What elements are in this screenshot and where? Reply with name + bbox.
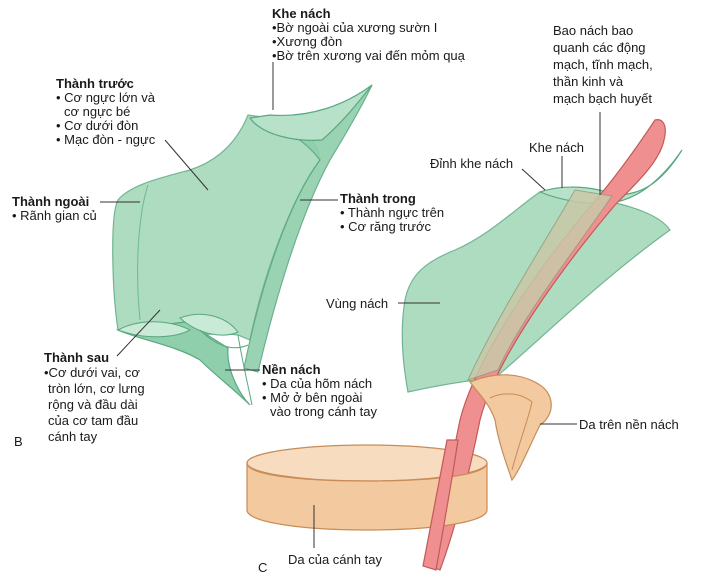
leader-apex-c: [521, 168, 546, 191]
label-lateral-item-1: • Rãnh gian củ: [12, 208, 97, 223]
label-apex-item-3: •Bờ trên xương vai đến mỏm quạ: [272, 48, 465, 63]
label-posterior-item-2: tròn lớn, cơ lưng: [48, 381, 145, 396]
label-medial: Thành trong • Thành ngực trên • Cơ răng …: [340, 191, 444, 234]
axillary-sheath: [467, 189, 613, 381]
label-anterior-item-1: • Cơ ngực lớn và: [56, 90, 155, 105]
label-medial-item-2: • Cơ răng trước: [340, 219, 431, 234]
label-floor-item-2: • Mở ở bên ngoài: [262, 390, 363, 405]
label-skin-floor: Da trên nền nách: [579, 417, 679, 432]
label-apex-item-1: •Bờ ngoài của xương sườn I: [272, 20, 438, 35]
inlet-rim-shape: [248, 84, 373, 141]
panel-letter-c: C: [258, 560, 268, 575]
label-sheath-line-5: mạch bạch huyết: [553, 91, 653, 106]
label-floor-item-1: • Da của hõm nách: [262, 376, 373, 391]
label-axilla-region: Vùng nách: [326, 296, 389, 311]
wall-crease: [137, 184, 149, 321]
panel-b-pyramid: [112, 84, 373, 406]
leader-posterior: [116, 309, 161, 357]
panel-c: [246, 119, 683, 571]
leader-anterior: [164, 139, 209, 191]
arm-skin-ring: [246, 462, 488, 531]
label-apex-c: Đỉnh khe nách: [430, 156, 514, 171]
label-sheath-line-3: mạch, tĩnh mạch,: [553, 57, 653, 72]
label-sheath: Bao nách bao quanh các động mạch, tĩnh m…: [553, 22, 653, 107]
floor-opening: [199, 329, 249, 349]
label-posterior-title: Thành sau: [44, 350, 110, 365]
label-floor: Nền nách • Da của hõm nách • Mở ở bên ng…: [262, 362, 377, 419]
floor-curl-right: [179, 313, 239, 336]
label-floor-item-3: vào trong cánh tay: [270, 404, 377, 419]
skin-floor-fold: [489, 393, 533, 471]
label-floor-title: Nền nách: [262, 362, 321, 377]
label-lateral-title: Thành ngoài: [12, 194, 90, 209]
label-posterior-item-1: •Cơ dưới vai, cơ: [44, 365, 140, 380]
label-inlet-c: Khe nách: [529, 140, 584, 155]
label-anterior-item-4: • Mạc đòn - ngực: [56, 132, 156, 147]
label-sheath-line-1: Bao nách bao: [553, 23, 634, 38]
label-lateral: Thành ngoài • Rãnh gian củ: [12, 194, 97, 223]
label-medial-item-1: • Thành ngực trên: [340, 205, 445, 220]
label-anterior-item-3: • Cơ dưới đòn: [56, 118, 139, 133]
label-sheath-line-4: thần kinh và: [553, 74, 624, 89]
label-sheath-line-2: quanh các động: [553, 40, 646, 55]
label-medial-title: Thành trong: [340, 191, 416, 206]
label-anterior: Thành trước • Cơ ngực lớn và cơ ngực bé …: [56, 76, 155, 147]
label-apex-title: Khe nách: [272, 6, 331, 21]
label-posterior: Thành sau •Cơ dưới vai, cơ tròn lớn, cơ …: [44, 350, 145, 445]
panel-letter-b: B: [14, 434, 23, 449]
label-apex-item-2: •Xương đòn: [272, 34, 343, 49]
floor-curl-left: [116, 321, 192, 338]
label-posterior-item-5: cánh tay: [48, 429, 98, 444]
label-anterior-item-2: cơ ngực bé: [64, 104, 131, 119]
panel-b-leaders: [100, 62, 338, 371]
edge-line: [237, 334, 253, 406]
axillary-artery-lower: [422, 439, 459, 571]
label-anterior-title: Thành trước: [56, 76, 134, 91]
label-posterior-item-3: rộng và đầu dài: [48, 397, 138, 412]
label-arm-skin: Da của cánh tay: [288, 552, 382, 567]
panel-c-leaders: [313, 112, 601, 548]
label-posterior-item-4: của cơ tam đầu: [48, 413, 139, 428]
label-apex: Khe nách •Bờ ngoài của xương sườn I •Xươ…: [272, 6, 465, 63]
